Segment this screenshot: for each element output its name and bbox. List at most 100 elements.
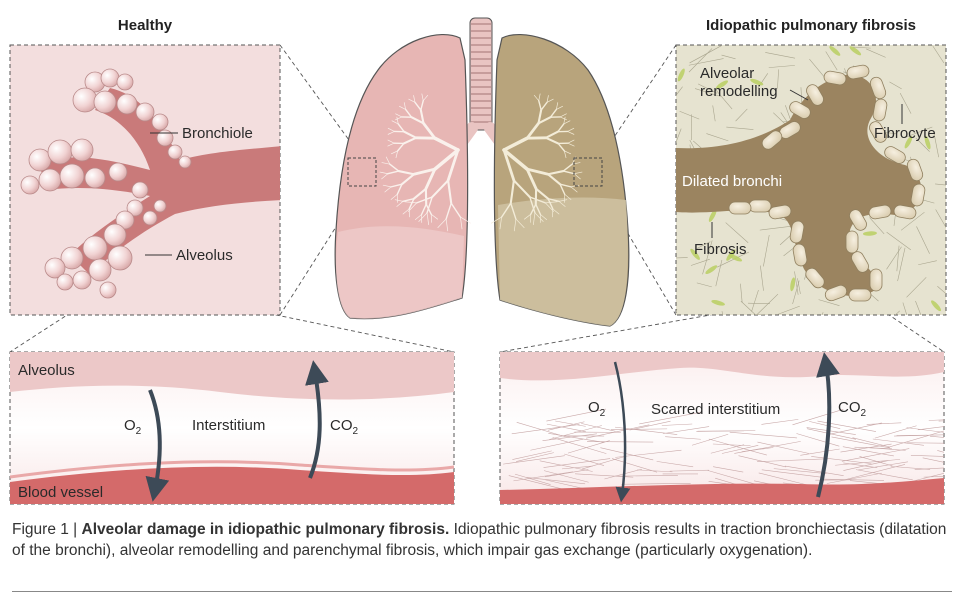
bronchus-branch: [573, 171, 583, 175]
bronchus-branch: [382, 184, 392, 188]
ipf-exchange-panel: O2 Scarred interstitium CO2: [499, 351, 945, 505]
ipf-o2-arrow: [613, 361, 631, 503]
bronchus-branch: [545, 202, 554, 212]
bronchus-branch: [408, 197, 415, 210]
alveolus-label: Alveolus: [176, 247, 233, 264]
scar-fiber: [792, 409, 844, 426]
alveolus-sac: [84, 167, 106, 189]
scar-fiber: [842, 446, 894, 457]
bronchus-branch: [381, 173, 389, 180]
scar-fiber: [811, 456, 872, 464]
scar-fiber: [721, 445, 759, 454]
fibrocyte-cell: [750, 78, 764, 86]
fibrosis-label: Fibrosis: [694, 241, 747, 258]
scar-fiber: [515, 452, 554, 462]
bronchus-branch: [509, 179, 515, 205]
remodelled-alveolus: [869, 121, 887, 143]
fibrosis-fiber: [735, 108, 748, 122]
remodelled-alveolus: [906, 158, 924, 182]
fibrosis-fiber: [702, 240, 713, 275]
fibrosis-fiber: [757, 73, 769, 89]
bronchus-branch: [387, 139, 395, 144]
bronchus-branch: [557, 142, 566, 152]
remodelled-alveolus: [824, 284, 848, 302]
fibrosis-fiber: [755, 314, 771, 315]
bronchus-branch: [395, 150, 399, 159]
bronchus-branch: [385, 156, 391, 165]
scar-fiber: [567, 440, 610, 454]
scar-fiber: [917, 426, 944, 431]
alveolus-sac: [178, 155, 192, 169]
scar-fiber: [543, 458, 611, 468]
fibrosis-fiber: [688, 48, 713, 73]
bronchus-branch: [559, 116, 567, 121]
fibrosis-fiber: [777, 305, 800, 315]
fibrosis-fiber: [726, 126, 754, 130]
scar-fiber: [546, 408, 607, 422]
bronchus-branch: [525, 167, 550, 176]
scar-fiber: [887, 430, 944, 448]
bronchus-branch: [538, 99, 542, 111]
bronchus-branch: [395, 116, 403, 121]
scar-fiber: [844, 464, 906, 481]
scar-fiber: [669, 469, 709, 472]
fibrosis-fiber: [937, 286, 946, 295]
alveolus-sac: [100, 68, 120, 88]
scar-fiber: [906, 427, 944, 433]
scar-fiber: [826, 472, 882, 484]
remodelled-alveolus: [846, 64, 870, 80]
alveolus-sac: [20, 175, 40, 195]
bronchus-branch: [547, 173, 562, 186]
bronchus-branch: [424, 167, 437, 191]
bronchus-branch: [421, 93, 424, 102]
bronchus-branch: [403, 102, 406, 110]
bronchus-branch: [529, 196, 536, 214]
scar-fiber: [552, 437, 607, 454]
scar-fiber: [514, 473, 551, 485]
healthy-co2-label: CO2: [330, 417, 359, 437]
fibrosis-fiber: [935, 183, 946, 186]
remodelled-alveolus: [845, 230, 859, 254]
o2-arrow: [145, 389, 170, 502]
fibrocyte-cell: [729, 254, 743, 262]
bronchus-branch: [499, 216, 502, 230]
bronchus-branch: [567, 127, 575, 132]
scar-fiber: [859, 456, 893, 467]
healthy-bronchial-tree: [379, 93, 472, 232]
bronchus-branch: [446, 148, 460, 182]
bronchus-branch: [419, 109, 425, 125]
bronchus-branch: [552, 208, 560, 215]
bronchus-branch: [537, 116, 552, 125]
bronchus-branch: [404, 108, 413, 118]
bronchus-branch: [571, 162, 581, 165]
fibrocyte-label: Fibrocyte: [874, 125, 936, 142]
scar-fiber: [865, 447, 906, 451]
remodelled-alveolus: [884, 146, 906, 164]
scar-fiber: [503, 455, 565, 465]
remodelled-alveolus: [761, 130, 783, 150]
ipf-blood-vessel-band: [500, 478, 944, 504]
exchange-alveolus-label: Alveolus: [18, 362, 75, 379]
bronchus-branch: [549, 108, 558, 118]
fibrosis-fiber: [715, 259, 723, 287]
bronchus-branch: [460, 216, 463, 230]
alveolus-sac: [93, 90, 117, 114]
fibrosis-fiber: [689, 45, 722, 64]
alveolus-sac: [59, 163, 85, 189]
fibrosis-fiber: [906, 277, 927, 298]
scar-fiber: [665, 436, 701, 440]
fibrosis-fiber: [715, 90, 733, 110]
bronchus-branch: [558, 199, 568, 202]
fibrosis-fiber: [797, 278, 801, 294]
fibrosis-fiber: [773, 112, 787, 126]
scar-fiber: [639, 411, 703, 425]
ipf-title: Idiopathic pulmonary fibrosis: [706, 17, 916, 34]
dilated-bronchi-shape: [676, 74, 922, 296]
bronchus-branch: [391, 120, 399, 125]
scar-fiber: [729, 431, 798, 439]
bronchus-branch: [502, 148, 529, 171]
bronchus-branch: [502, 148, 516, 182]
scar-fiber: [547, 421, 585, 431]
scarred-interstitium-label: Scarred interstitium: [651, 401, 780, 418]
scar-fiber: [629, 420, 671, 431]
